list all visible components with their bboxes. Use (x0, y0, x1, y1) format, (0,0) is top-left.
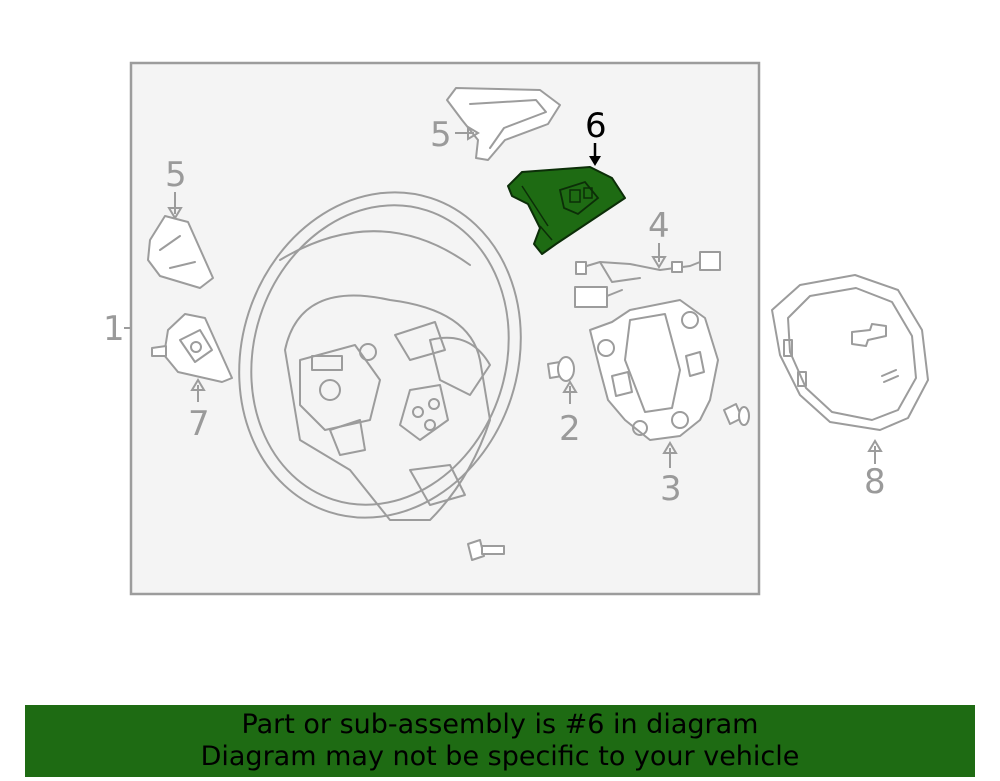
callout-3: 3 (660, 469, 682, 509)
part-8-airbag[interactable]: 8 (771, 274, 929, 502)
callout-6: 6 (585, 106, 607, 146)
callout-5-left: 5 (165, 155, 187, 195)
callout-5-upper: 5 (430, 115, 452, 155)
part-7-left-switch[interactable]: 7 (151, 313, 233, 444)
part-3-bracket[interactable]: 3 (589, 299, 719, 509)
callout-1: 1 (103, 309, 125, 349)
info-banner: Part or sub-assembly is #6 in diagram Di… (25, 705, 975, 777)
callout-8: 8 (864, 462, 886, 502)
part-2-bolt[interactable]: 2 (547, 356, 581, 449)
callout-7: 7 (188, 404, 210, 444)
callout-2: 2 (559, 409, 581, 449)
steering-wheel[interactable] (198, 155, 562, 554)
bolt-bottom[interactable] (467, 539, 505, 561)
banner-line-1: Part or sub-assembly is #6 in diagram (241, 709, 759, 740)
parts-diagram: 1 5 7 (103, 61, 929, 596)
banner-line-2: Diagram may not be specific to your vehi… (200, 741, 800, 772)
part-5-left[interactable]: 5 (147, 155, 214, 289)
bolt-right[interactable] (723, 403, 750, 426)
part-5-upper[interactable]: 5 (430, 87, 561, 161)
part-4-wiring-harness[interactable]: 4 (574, 206, 721, 308)
part-6-highlighted-switch[interactable]: 6 (507, 106, 626, 255)
part-6-shape (507, 166, 626, 255)
callout-4: 4 (648, 206, 670, 246)
